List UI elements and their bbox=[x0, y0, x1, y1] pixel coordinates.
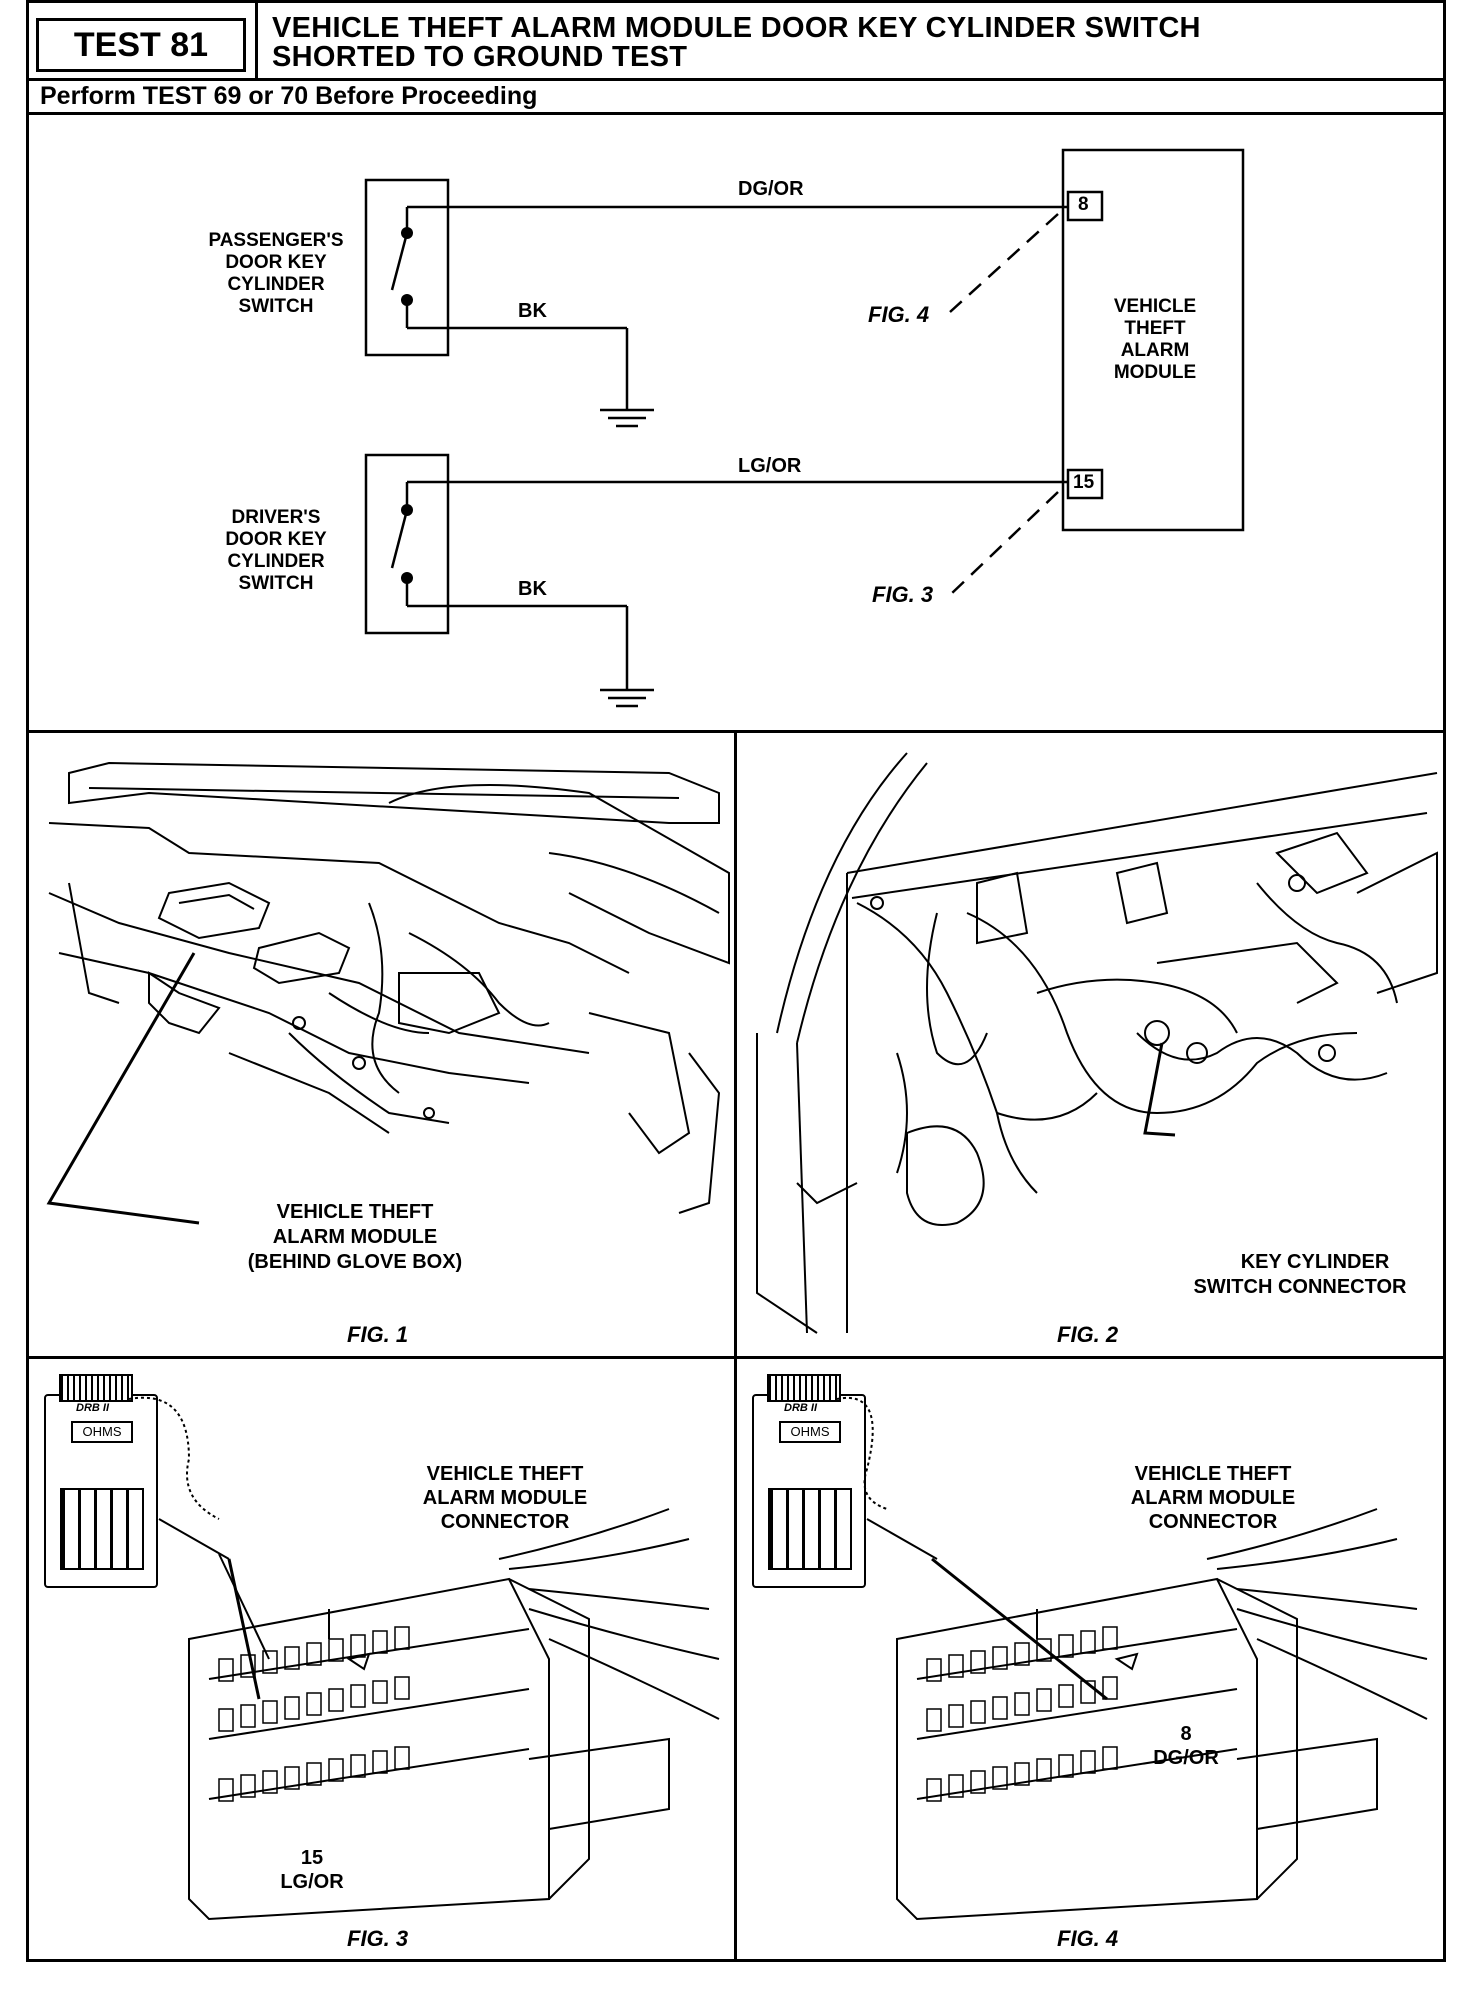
fig2-caption: FIG. 2 bbox=[1057, 1322, 1119, 1347]
fig4-pin-number: 8 bbox=[1180, 1723, 1192, 1745]
fig2-callout: KEY CYLINDER SWITCH CONNECTOR bbox=[1172, 1250, 1428, 1300]
header-divider bbox=[26, 78, 1446, 81]
fig3-tester-brand: DRB II bbox=[76, 1402, 109, 1414]
fig4-pin-label: 8 DG/OR bbox=[1146, 1722, 1226, 1770]
pin-15-label: 15 bbox=[1073, 472, 1095, 493]
test-number-cell: TEST 81 bbox=[26, 0, 258, 80]
passenger-switch-box bbox=[364, 178, 450, 357]
driver-switch-label-line: DOOR KEY bbox=[225, 529, 327, 550]
wire-lg-or-label: LG/OR bbox=[738, 455, 802, 477]
fig3-reference: FIG. 3 bbox=[872, 582, 934, 607]
fig1-callout-line: VEHICLE THEFT bbox=[276, 1201, 434, 1223]
fig3-connector-label: VEHICLE THEFT ALARM MODULE CONNECTOR bbox=[400, 1462, 610, 1534]
alarm-module-shape bbox=[157, 881, 271, 940]
fig3-connector-illustration bbox=[128, 1396, 720, 1921]
fig3-pin-number: 15 bbox=[300, 1847, 324, 1869]
alarm-module-box bbox=[1061, 148, 1245, 532]
fig4-pin-wire: DG/OR bbox=[1153, 1747, 1219, 1769]
fig1-leader-line bbox=[46, 952, 200, 1225]
fig4-tester: DRB II OHMS bbox=[752, 1394, 866, 1588]
subheader-divider bbox=[26, 112, 1446, 115]
fig3-tester: DRB II OHMS bbox=[44, 1394, 158, 1588]
fig4-reference: FIG. 4 bbox=[868, 302, 930, 327]
passenger-switch-label-line: SWITCH bbox=[238, 296, 314, 317]
alarm-module-label-line: VEHICLE bbox=[1113, 296, 1197, 317]
figure-row-divider bbox=[26, 1356, 1446, 1359]
driver-switch-label: DRIVER'S DOOR KEY CYLINDER SWITCH bbox=[196, 507, 356, 595]
fig4-connector-illustration bbox=[836, 1396, 1428, 1921]
fig4-panel: DRB II OHMS bbox=[737, 1359, 1443, 1962]
fig1-caption: FIG. 1 bbox=[347, 1322, 409, 1347]
fig1-callout-line: (BEHIND GLOVE BOX) bbox=[247, 1251, 463, 1273]
alarm-module-label-line: THEFT bbox=[1124, 318, 1186, 339]
fig3-connector-label-line: VEHICLE THEFT bbox=[426, 1463, 584, 1485]
fig1-dashboard-illustration bbox=[46, 761, 730, 1225]
fig2-leader-line bbox=[1143, 1042, 1176, 1137]
driver-switch-label-line: SWITCH bbox=[238, 573, 314, 594]
fig3-tester-display: OHMS bbox=[71, 1421, 133, 1443]
passenger-switch-label-line: PASSENGER'S bbox=[208, 230, 344, 251]
wire-dg-or-label: DG/OR bbox=[738, 178, 804, 200]
fig3-connector-label-line: CONNECTOR bbox=[440, 1511, 570, 1533]
ground-wire-bk-label: BK bbox=[518, 578, 547, 600]
alarm-module-label: VEHICLE THEFT ALARM MODULE bbox=[1100, 296, 1210, 384]
passenger-switch-label-line: CYLINDER bbox=[227, 274, 325, 295]
fig1-callout-line: ALARM MODULE bbox=[272, 1226, 438, 1248]
fig3-connector-label-line: ALARM MODULE bbox=[422, 1487, 588, 1509]
test-title: VEHICLE THEFT ALARM MODULE DOOR KEY CYLI… bbox=[272, 14, 1201, 72]
fig4-connector-label-line: CONNECTOR bbox=[1148, 1511, 1278, 1533]
alarm-module-label-line: ALARM bbox=[1120, 340, 1190, 361]
wiring-schematic bbox=[364, 148, 1245, 708]
passenger-switch-label: PASSENGER'S DOOR KEY CYLINDER SWITCH bbox=[196, 230, 356, 318]
driver-switch-label-line: CYLINDER bbox=[227, 551, 325, 572]
pin-8-label: 8 bbox=[1078, 194, 1089, 215]
passenger-switch-label-line: DOOR KEY bbox=[225, 252, 327, 273]
driver-switch-label-line: DRIVER'S bbox=[231, 507, 321, 528]
pin-15-box bbox=[1066, 468, 1104, 500]
fig4-tester-top bbox=[767, 1374, 841, 1402]
test-number: TEST 81 bbox=[36, 18, 246, 72]
fig4-connector-label-line: VEHICLE THEFT bbox=[1134, 1463, 1292, 1485]
ground-wire-bk-label: BK bbox=[518, 300, 547, 322]
fig3-tester-top bbox=[59, 1374, 133, 1402]
fig3-panel: DRB II OHMS bbox=[29, 1359, 734, 1962]
fig3-tester-keypad bbox=[60, 1488, 144, 1570]
fig1-callout: VEHICLE THEFT ALARM MODULE (BEHIND GLOVE… bbox=[215, 1200, 495, 1275]
fig2-door-illustration bbox=[756, 752, 1438, 1334]
test-title-line2: SHORTED TO GROUND TEST bbox=[272, 41, 688, 73]
fig4-caption: FIG. 4 bbox=[1057, 1926, 1119, 1951]
fig4-connector-label-line: ALARM MODULE bbox=[1130, 1487, 1296, 1509]
fig4-tester-keypad bbox=[768, 1488, 852, 1570]
fig2-callout-line: KEY CYLINDER bbox=[1240, 1251, 1390, 1273]
fig3-pin-wire: LG/OR bbox=[280, 1871, 344, 1893]
driver-switch-box bbox=[364, 453, 450, 635]
fig4-connector-label: VEHICLE THEFT ALARM MODULE CONNECTOR bbox=[1108, 1462, 1318, 1534]
fig3-pin-label: 15 LG/OR bbox=[272, 1846, 352, 1894]
fig4-probe-line bbox=[931, 1557, 1108, 1701]
fig4-tester-display: OHMS bbox=[779, 1421, 841, 1443]
fig3-caption: FIG. 3 bbox=[347, 1926, 409, 1951]
prerequisite-note: Perform TEST 69 or 70 Before Proceeding bbox=[40, 82, 538, 110]
fig4-tester-brand: DRB II bbox=[784, 1402, 817, 1414]
alarm-module-label-line: MODULE bbox=[1113, 362, 1197, 383]
center-divider bbox=[734, 730, 737, 1962]
test-title-line1: VEHICLE THEFT ALARM MODULE DOOR KEY CYLI… bbox=[272, 12, 1201, 44]
fig2-callout-line: SWITCH CONNECTOR bbox=[1193, 1276, 1407, 1298]
